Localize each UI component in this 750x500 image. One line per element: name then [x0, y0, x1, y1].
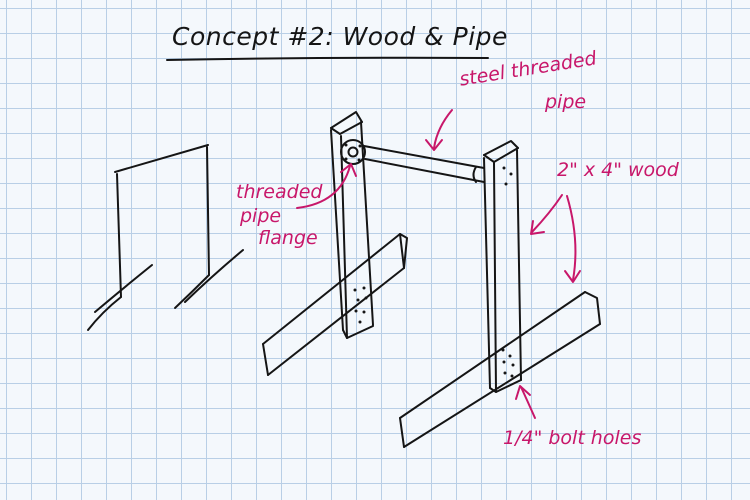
flange-label-line3: flange [258, 228, 318, 249]
wood-arrow-base [567, 196, 575, 280]
flange-label-line2: pipe [240, 206, 281, 227]
steel-pipe [364, 146, 484, 182]
wood-arrow-post [532, 195, 562, 232]
title-underline [167, 58, 488, 60]
right-post-bolt-holes [502, 349, 515, 378]
left-base-board [263, 234, 407, 375]
flange-screw-holes [345, 144, 362, 162]
wall-panel [88, 145, 243, 330]
bolt-arrow [521, 387, 535, 418]
right-base-board [400, 292, 600, 447]
wood-label: 2" x 4" wood [557, 160, 679, 181]
bolt-holes-label: 1/4" bolt holes [503, 428, 641, 449]
pipe-arrow [434, 110, 452, 148]
right-upright-post [484, 141, 521, 392]
steel-pipe-label-line2: pipe [545, 92, 586, 113]
pipe-flange [341, 140, 365, 164]
flange-label: threaded [236, 182, 322, 203]
right-post-top-holes [503, 167, 513, 186]
